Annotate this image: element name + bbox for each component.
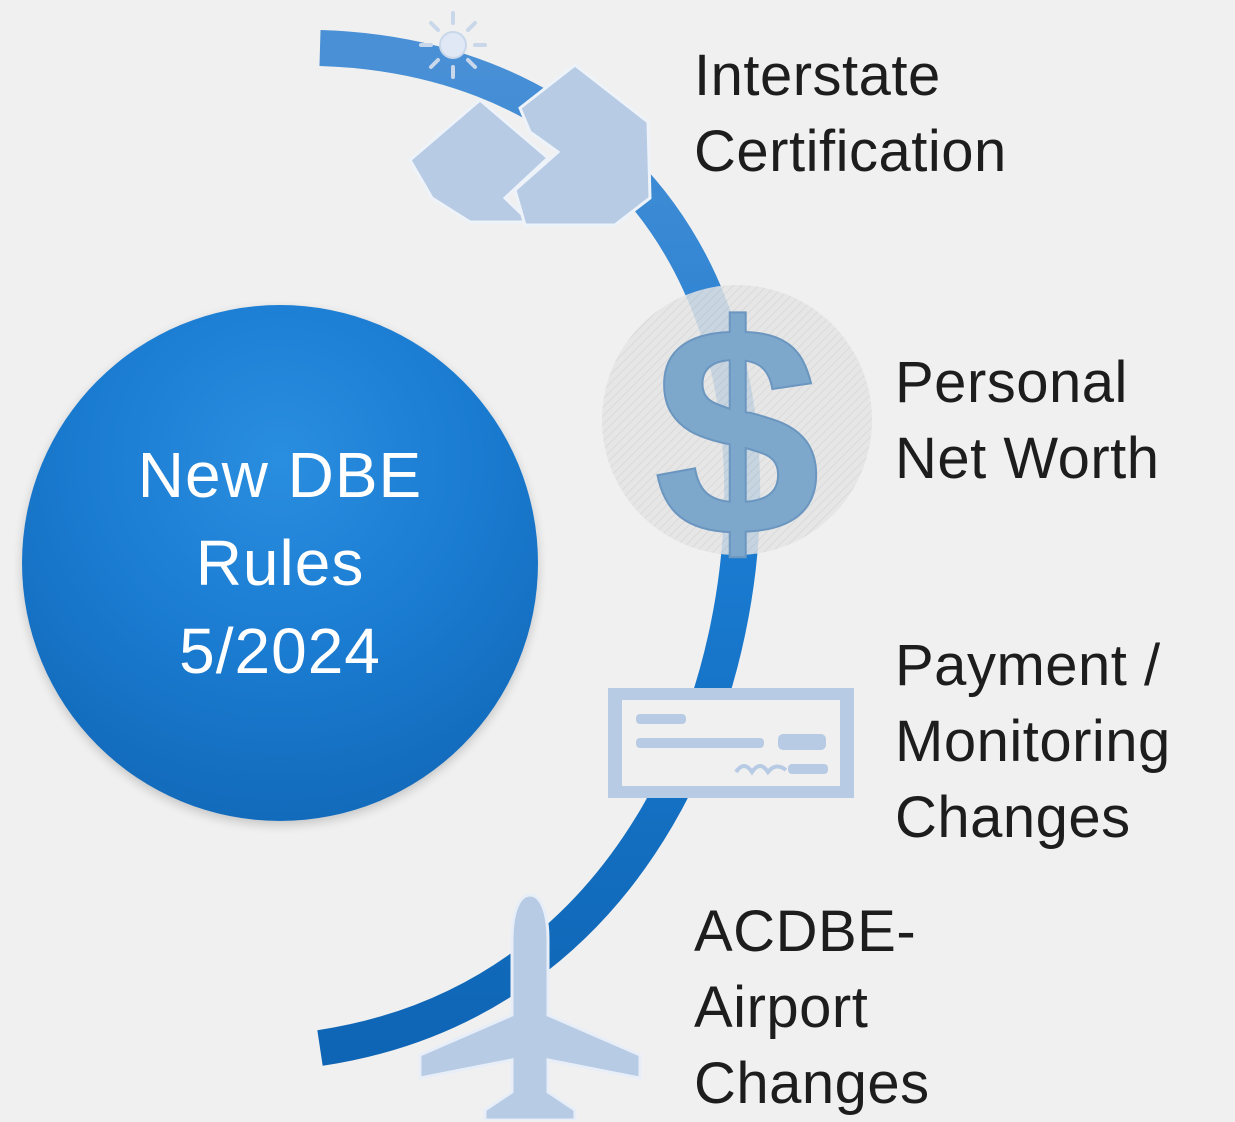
label-line: Monitoring [895, 709, 1171, 774]
label-line: Changes [694, 1051, 930, 1116]
check-icon [608, 688, 854, 798]
label-line: Interstate [694, 43, 941, 108]
label-line: Certification [694, 119, 1007, 184]
center-circle: New DBE Rules 5/2024 [22, 305, 538, 821]
dollar-icon: $ [602, 262, 872, 600]
label-line: Changes [895, 785, 1131, 850]
sun-icon [419, 11, 487, 79]
label-line: Payment / [895, 633, 1161, 698]
handshake-icon [408, 63, 652, 227]
label-line: ACDBE- [694, 899, 917, 964]
label-line: Airport [694, 975, 869, 1040]
center-title-line-1: New DBE [137, 439, 423, 511]
airplane-icon [418, 893, 642, 1120]
center-title-line-3: 5/2024 [179, 615, 381, 687]
center-title-line-2: Rules [195, 527, 365, 599]
label-line: Net Worth [895, 426, 1160, 491]
label-line: Personal [895, 350, 1128, 415]
label-personal-net-worth: Personal Net Worth [895, 345, 1160, 497]
label-acdbe-airport-changes: ACDBE- Airport Changes [694, 894, 930, 1122]
svg-text:$: $ [654, 263, 821, 599]
label-interstate-certification: Interstate Certification [694, 38, 1007, 190]
label-payment-monitoring-changes: Payment / Monitoring Changes [895, 628, 1171, 856]
